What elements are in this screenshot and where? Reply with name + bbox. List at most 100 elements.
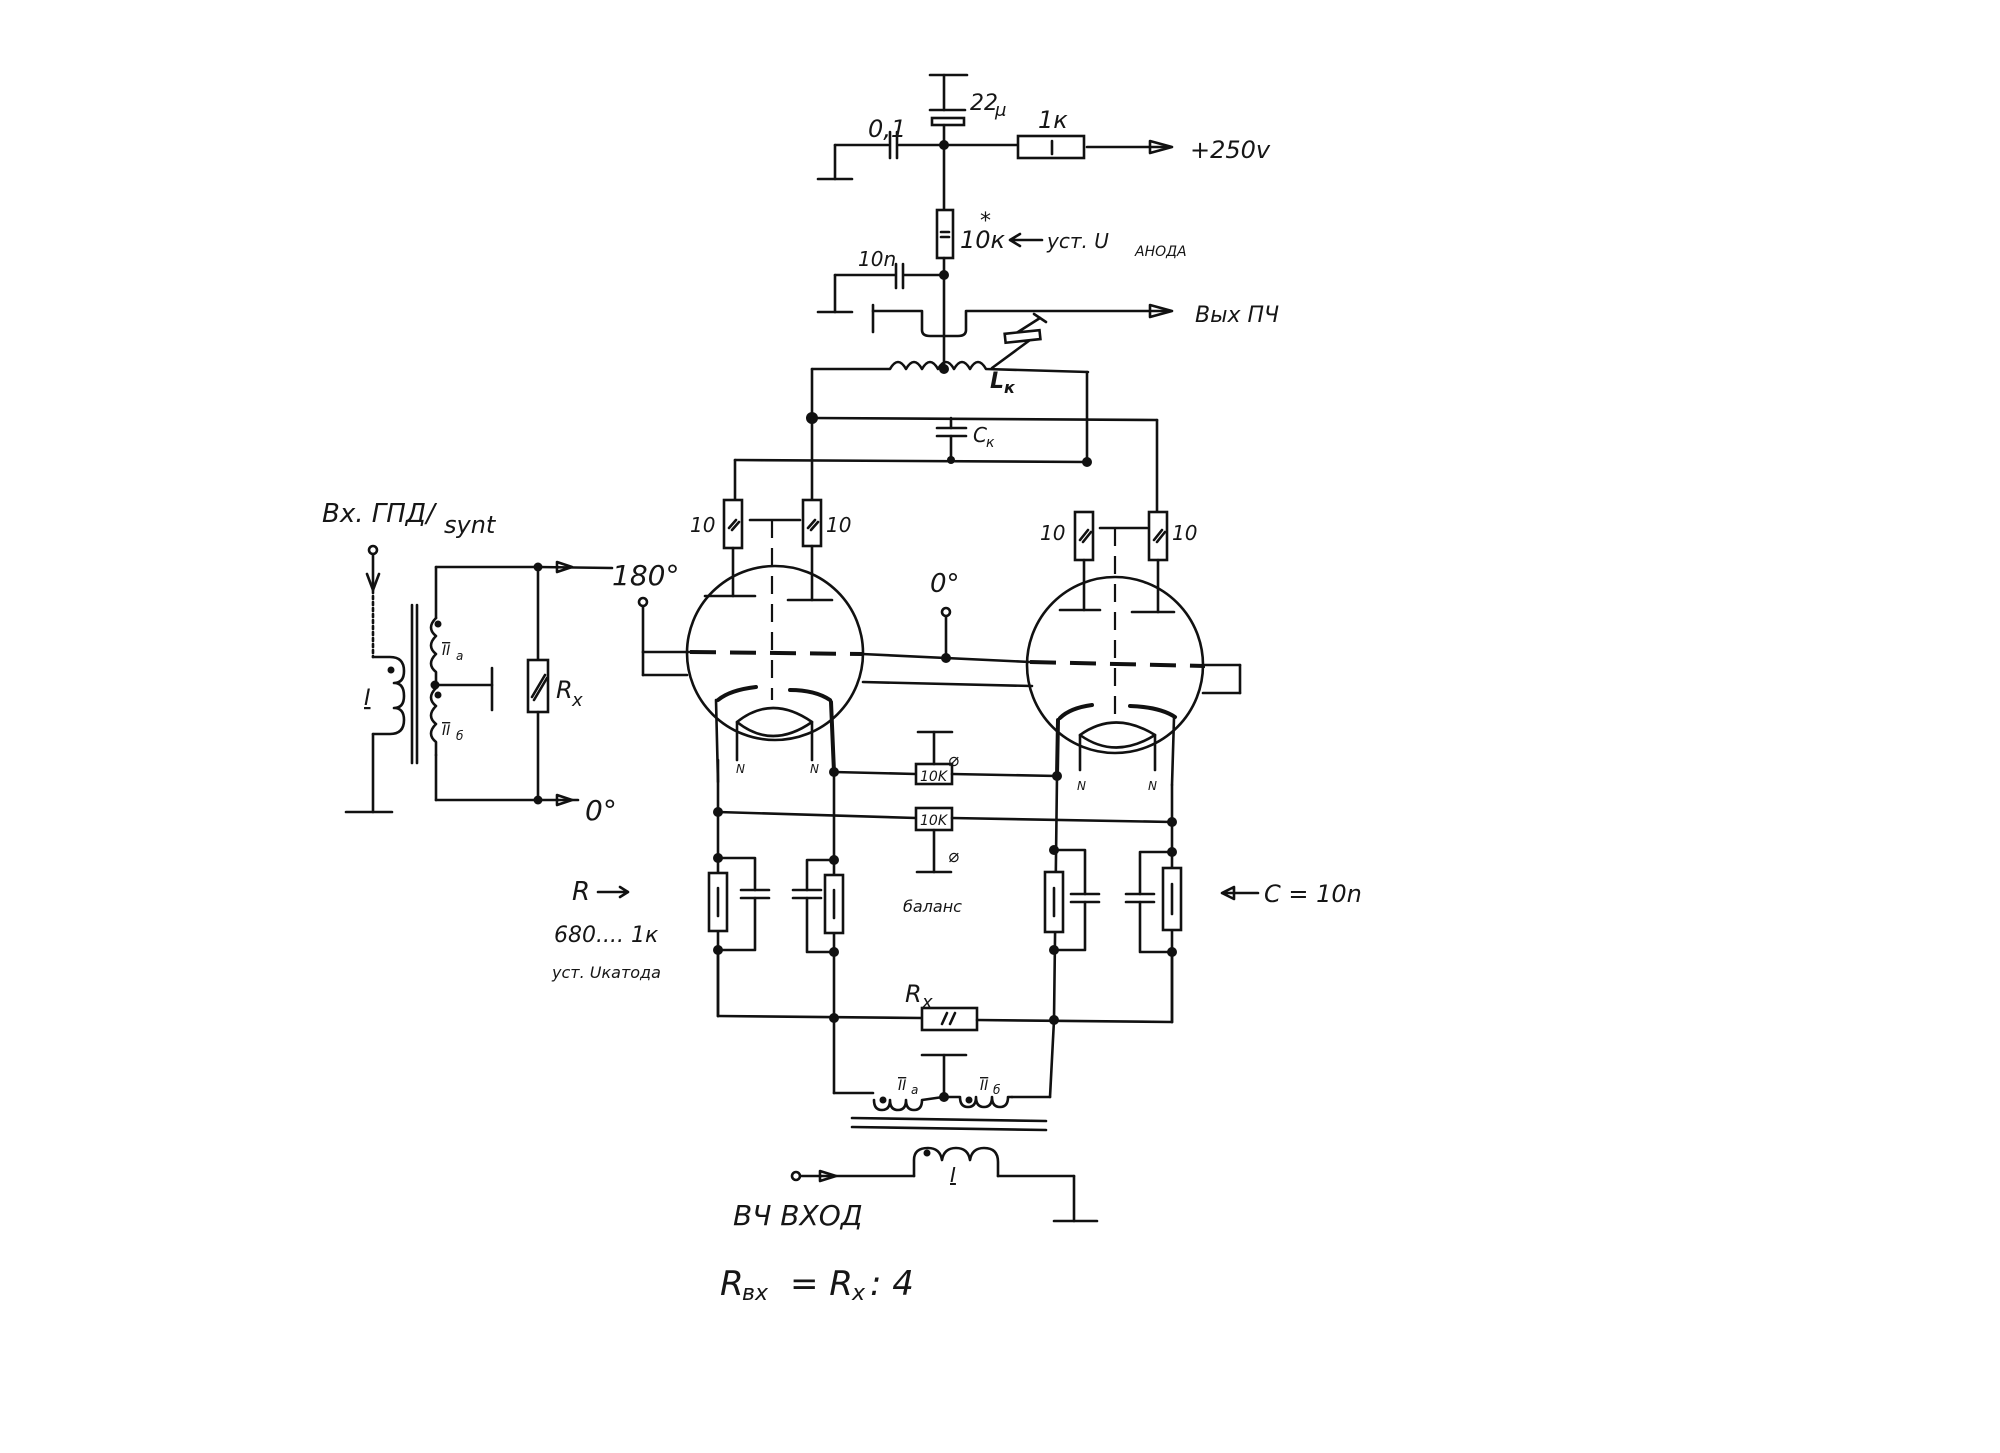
resistor-mark — [1081, 530, 1093, 544]
resistor-mark — [809, 520, 820, 532]
arrow-anode-adj — [1008, 232, 1044, 248]
tube-right — [1025, 510, 1206, 787]
label-heater-3: N — [1077, 779, 1086, 793]
label-balance: баланс — [903, 897, 962, 916]
arrow-rf-in — [818, 1169, 838, 1183]
wire — [950, 772, 1059, 778]
resistor-mark — [1155, 530, 1167, 544]
label-res-1k: 1к — [1038, 106, 1068, 134]
grid-wiring — [637, 596, 1242, 695]
resistor-mark — [806, 518, 817, 530]
resistor-10k-star — [935, 208, 955, 260]
heater-filament — [1078, 721, 1157, 749]
label-cathode-adjust: уст. Uкатода — [551, 963, 661, 982]
label-t1-sec-a: II — [442, 643, 450, 659]
secondary-b — [429, 686, 438, 757]
junction — [1082, 457, 1092, 467]
label-grid-res-2: 10 — [826, 513, 851, 537]
tank-coil-lk — [810, 360, 1090, 374]
secondary-a — [429, 616, 438, 687]
wire — [1170, 716, 1176, 787]
label-heater-4: N — [1148, 779, 1157, 793]
label-anode-adjust: уст. U — [1046, 229, 1109, 253]
resistor-mark — [948, 1011, 957, 1026]
label-t2-sec-a-sub: а — [911, 1083, 918, 1097]
label-cap-ck-sub: к — [986, 435, 995, 451]
label-zero-2: ⌀ — [948, 846, 959, 867]
wire — [716, 1014, 924, 1020]
junction — [939, 364, 949, 374]
wire — [832, 770, 918, 776]
label-anode-adjust-sub: АНОДА — [1134, 244, 1187, 260]
label-r: R — [572, 877, 590, 907]
phase-dot — [434, 620, 442, 628]
label-coil-lk-sub: к — [1004, 378, 1016, 397]
cap-22-electrolytic-plate — [930, 116, 966, 127]
secondary-a — [872, 1095, 945, 1112]
label-t1-sec-a-sub: а — [456, 649, 463, 663]
cathode-network — [707, 730, 1260, 1032]
label-phase-0-center: 0° — [930, 569, 960, 599]
wire — [975, 1018, 1174, 1024]
label-cap-01: 0,1 — [868, 115, 906, 143]
wire — [1055, 718, 1060, 778]
junction — [1052, 771, 1062, 781]
arrow-if-out — [1148, 303, 1174, 319]
label-rx-left: R — [556, 676, 573, 704]
label-t1-sec-b-sub: б — [456, 729, 464, 743]
junction — [947, 456, 955, 464]
label-formula-rest-sub: x — [851, 1281, 866, 1306]
label-rf-input: ВЧ ВХОД — [733, 1199, 863, 1232]
junction — [1049, 945, 1059, 955]
heater-filament — [735, 706, 814, 738]
label-grid-res-4: 10 — [1172, 521, 1197, 545]
cathode-4 — [1128, 704, 1177, 719]
lo-input-transformer — [344, 544, 614, 814]
coil-tuning-slug — [1016, 316, 1042, 334]
label-grid-res-1: 10 — [690, 513, 715, 537]
tube-left — [685, 498, 865, 784]
arrow-0 — [555, 793, 574, 807]
wire — [733, 458, 1089, 464]
phase-dot — [879, 1096, 887, 1104]
label-t2-sec-b-sub: б — [993, 1083, 1001, 1097]
label-t2-sec-b: II — [980, 1078, 988, 1094]
secondary-b — [942, 1095, 1014, 1109]
label-coil-lk: L — [990, 369, 1004, 394]
labels: 0,1 22 μ 1к +250v 10к * уст. U АНОДА 10n… — [322, 91, 1362, 1306]
phase-dot — [434, 691, 442, 699]
label-formula-end: : 4 — [870, 1264, 914, 1304]
arrow-c-10n — [1220, 885, 1260, 901]
label-star: * — [980, 209, 991, 234]
primary-winding — [912, 1146, 1000, 1178]
output-link-coil — [871, 309, 1172, 338]
cap-cathode-3-wire — [1052, 848, 1087, 952]
label-grid-res-3: 10 — [1040, 521, 1065, 545]
label-t2-sec-a: II — [898, 1078, 906, 1094]
label-rx-bottom-sub: x — [921, 992, 933, 1013]
resistor-mark — [1152, 528, 1164, 542]
label-t1-sec-b: II — [442, 723, 450, 739]
phase-dot — [965, 1096, 973, 1104]
label-lo-input-synt: synt — [444, 511, 497, 539]
resistor-mark — [727, 518, 738, 530]
label-r-range: 680.... 1к — [554, 923, 659, 948]
label-heater-1: N — [736, 762, 745, 776]
rf-input-transformer — [790, 1016, 1099, 1223]
label-phase-180: 180° — [612, 559, 679, 592]
cap-cathode-1-wire — [716, 856, 757, 952]
wire — [1048, 1018, 1056, 1099]
core-line — [850, 1125, 1048, 1132]
label-cap-ck: C — [973, 423, 987, 447]
label-cap-22: 22 — [970, 91, 998, 116]
terminal-0 — [940, 606, 952, 618]
label-zero-1: ⌀ — [948, 750, 959, 771]
label-formula-rest: = R — [790, 1264, 853, 1304]
label-formula-r: R — [720, 1264, 744, 1304]
wire — [829, 700, 836, 774]
cathode-1 — [716, 685, 758, 702]
resistor-mark — [730, 520, 741, 532]
cap-cathode-2-wire — [805, 858, 836, 954]
coil-tuning-slug — [990, 338, 1032, 370]
